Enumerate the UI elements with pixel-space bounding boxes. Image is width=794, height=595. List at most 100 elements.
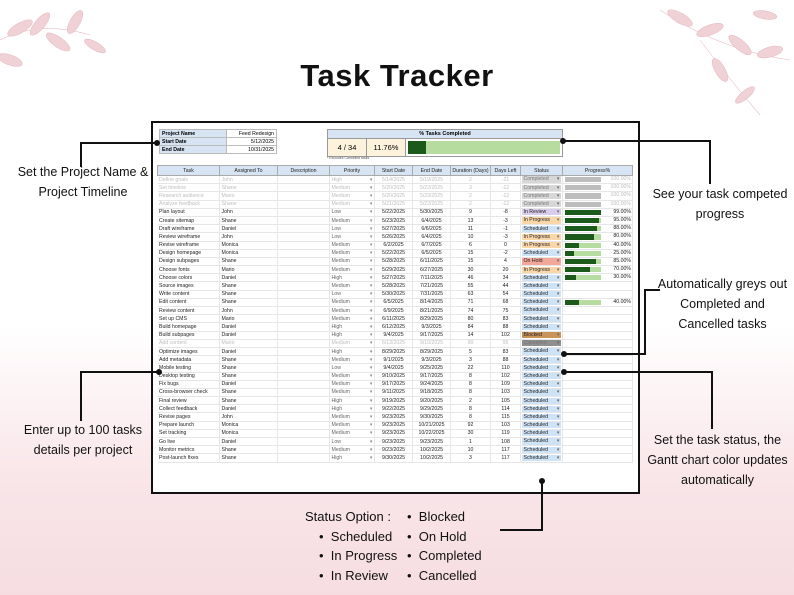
assigned-cell[interactable]: Shane [219,290,278,299]
start-date-cell[interactable]: 9/11/2025 [374,388,413,398]
task-cell[interactable]: Review wireframe [157,232,220,242]
description-cell[interactable] [277,232,330,242]
status-select[interactable]: Scheduled▾ [520,281,563,291]
start-date-value[interactable]: 5/12/2025 [226,137,277,146]
status-select[interactable]: Cancelled▾ [520,339,563,348]
description-cell[interactable] [277,429,330,439]
description-cell[interactable] [277,191,330,201]
start-date-cell[interactable]: 9/23/2025 [374,437,413,447]
start-date-cell[interactable]: 5/28/2025 [374,281,413,291]
end-date-cell[interactable]: 8/14/2025 [412,298,451,308]
priority-select[interactable]: Medium▾ [329,380,375,389]
status-select[interactable]: Scheduled▾ [520,380,563,389]
priority-select[interactable]: Medium▾ [329,429,375,439]
task-cell[interactable]: Revise pages [157,412,220,422]
end-date-cell[interactable]: 9/10/2025 [412,339,451,348]
end-date-cell[interactable]: 6/5/2025 [412,249,451,258]
task-cell[interactable]: Research audience [157,191,220,201]
assigned-cell[interactable]: Shane [219,183,278,193]
assigned-cell[interactable]: Shane [219,372,278,381]
description-cell[interactable] [277,175,330,185]
description-cell[interactable] [277,257,330,267]
end-date-cell[interactable]: 9/25/2025 [412,363,451,373]
status-select[interactable]: In Review▾ [520,208,563,217]
project-name-value[interactable]: Feed Redesign [226,129,277,138]
end-date-cell[interactable]: 6/27/2025 [412,265,451,275]
start-date-cell[interactable]: 5/27/2025 [374,273,413,283]
status-select[interactable]: Scheduled▾ [520,314,563,324]
end-date-cell[interactable]: 9/18/2025 [412,388,451,398]
description-cell[interactable] [277,396,330,406]
end-date-cell[interactable]: 6/4/2025 [412,216,451,226]
description-cell[interactable] [277,241,330,250]
description-cell[interactable] [277,445,330,455]
status-select[interactable]: Scheduled▾ [520,396,563,406]
priority-select[interactable]: Low▾ [329,208,375,217]
assigned-cell[interactable]: John [219,208,278,217]
priority-select[interactable]: Low▾ [329,232,375,242]
priority-select[interactable]: High▾ [329,404,375,414]
start-date-cell[interactable]: 5/26/2025 [374,232,413,242]
priority-select[interactable]: High▾ [329,175,375,185]
start-date-cell[interactable]: 5/22/2025 [374,208,413,217]
task-cell[interactable]: Monitor metrics [157,445,220,455]
priority-select[interactable]: Low▾ [329,363,375,373]
assigned-cell[interactable]: Mario [219,314,278,324]
priority-select[interactable]: Medium▾ [329,298,375,308]
start-date-cell[interactable]: 9/19/2025 [374,396,413,406]
status-select[interactable]: Scheduled▾ [520,388,563,398]
status-select[interactable]: Completed▾ [520,200,563,209]
end-date-cell[interactable]: 5/22/2025 [412,200,451,209]
task-cell[interactable]: Build subpages [157,331,220,340]
end-date-cell[interactable]: 9/29/2025 [412,404,451,414]
task-cell[interactable]: Add metadata [157,355,220,365]
end-date-cell[interactable]: 6/4/2025 [412,232,451,242]
assigned-cell[interactable]: Monica [219,249,278,258]
assigned-cell[interactable]: Shane [219,453,278,463]
start-date-cell[interactable]: 5/22/2025 [374,249,413,258]
start-date-cell[interactable]: 9/23/2025 [374,429,413,439]
end-date-cell[interactable]: 10/21/2025 [412,421,451,430]
priority-select[interactable]: Low▾ [329,437,375,447]
start-date-cell[interactable]: 5/27/2025 [374,224,413,234]
end-date-cell[interactable]: 5/23/2025 [412,191,451,201]
status-select[interactable]: In Progress▾ [520,265,563,275]
task-cell[interactable]: Choose colors [157,273,220,283]
description-cell[interactable] [277,249,330,258]
status-select[interactable]: Completed▾ [520,183,563,193]
start-date-cell[interactable]: 9/22/2025 [374,404,413,414]
task-cell[interactable]: Cross-browser check [157,388,220,398]
description-cell[interactable] [277,273,330,283]
assigned-cell[interactable]: Shane [219,445,278,455]
priority-select[interactable]: Low▾ [329,290,375,299]
start-date-cell[interactable]: 9/23/2025 [374,421,413,430]
status-select[interactable]: Scheduled▾ [520,347,563,357]
status-select[interactable]: Scheduled▾ [520,273,563,283]
priority-select[interactable]: High▾ [329,396,375,406]
description-cell[interactable] [277,331,330,340]
assigned-cell[interactable]: Daniel [219,380,278,389]
status-select[interactable]: Completed▾ [520,175,563,185]
priority-select[interactable]: Medium▾ [329,306,375,316]
priority-select[interactable]: Medium▾ [329,339,375,348]
status-select[interactable]: Scheduled▾ [520,437,563,447]
assigned-cell[interactable]: Monica [219,421,278,430]
priority-select[interactable]: High▾ [329,331,375,340]
end-date-cell[interactable]: 9/17/2025 [412,372,451,381]
priority-select[interactable]: Medium▾ [329,372,375,381]
task-cell[interactable]: Design homepage [157,249,220,258]
task-cell[interactable]: Add content [157,339,220,348]
description-cell[interactable] [277,339,330,348]
description-cell[interactable] [277,216,330,226]
task-cell[interactable]: Go live [157,437,220,447]
assigned-cell[interactable]: Daniel [219,273,278,283]
task-cell[interactable]: Plan layout [157,208,220,217]
task-cell[interactable]: Draft wireframe [157,224,220,234]
task-cell[interactable]: Desktop testing [157,372,220,381]
end-date-cell[interactable]: 10/2/2025 [412,453,451,463]
end-date-cell[interactable]: 9/24/2025 [412,380,451,389]
start-date-cell[interactable]: 9/4/2025 [374,331,413,340]
assigned-cell[interactable]: Shane [219,388,278,398]
priority-select[interactable]: Medium▾ [329,183,375,193]
end-date-cell[interactable]: 9/30/2025 [412,412,451,422]
